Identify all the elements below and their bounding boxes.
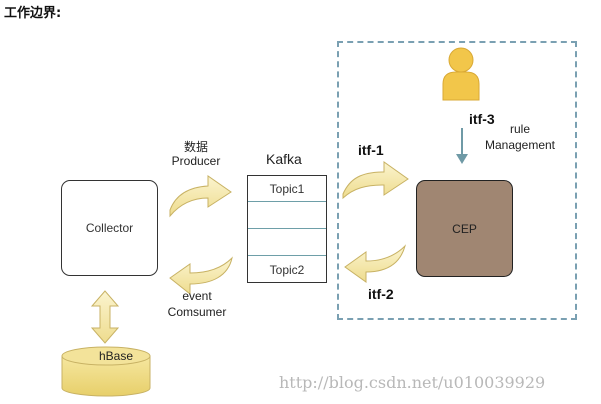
page-title: 工作边界: <box>4 6 62 21</box>
cep-box: CEP <box>416 180 513 277</box>
cep-label: CEP <box>452 221 477 236</box>
kafka-topic-slot: Topic2 <box>269 262 305 277</box>
itf2-arrow <box>344 244 406 283</box>
itf1-label: itf-1 <box>358 142 384 158</box>
kafka-box: Topic1 Topic2 <box>247 175 327 283</box>
consumer-label-line1: event <box>182 289 212 303</box>
kafka-topic-slot <box>248 229 326 256</box>
watermark: http://blog.csdn.net/u010039929 <box>279 373 546 392</box>
kafka-title: Kafka <box>266 151 302 167</box>
hbase-label: hBase <box>99 349 133 363</box>
collector-label: Collector <box>85 221 134 235</box>
kafka-topic-slot <box>248 202 326 229</box>
user-icon <box>442 47 480 101</box>
producer-label-line1: 数据 <box>183 140 208 154</box>
rule-label-line2: Management <box>484 138 556 152</box>
itf1-arrow <box>342 161 409 200</box>
collector-box: Collector <box>61 180 158 276</box>
hbase-cylinder <box>61 346 151 397</box>
rule-label-line1: rule <box>509 122 530 136</box>
boundary-dashed-box <box>337 41 577 320</box>
itf3-label: itf-3 <box>469 111 495 127</box>
producer-arrow <box>169 175 232 218</box>
kafka-topic-slot: Topic1 <box>248 176 326 202</box>
itf3-down-arrow <box>456 128 468 164</box>
consumer-arrow <box>169 256 233 296</box>
producer-label-line2: Producer <box>171 154 221 168</box>
collector-hbase-arrow <box>90 290 120 344</box>
consumer-label-line2: Comsumer <box>167 305 227 319</box>
itf2-label: itf-2 <box>368 286 394 302</box>
